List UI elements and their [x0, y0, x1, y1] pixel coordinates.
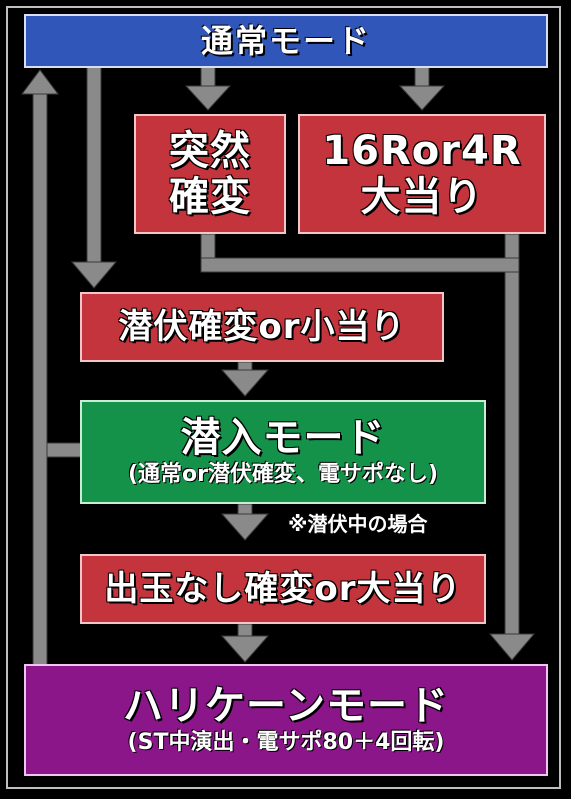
sudden-kakuhen-box: 突然 確変	[134, 114, 286, 234]
normal-mode-label: 通常モード	[200, 22, 371, 60]
flow-line-normal-to-hidden	[86, 65, 102, 265]
flow-line-merge	[200, 257, 520, 273]
sennyu-mode-title: 潜入モード	[180, 415, 386, 461]
arrowhead-to-hurricane	[220, 635, 270, 663]
flow-line-normal-to-sudden	[200, 65, 216, 89]
no-payout-box: 出玉なし確変or大当り	[80, 554, 486, 624]
big-hit-line-1: 16Ror4R	[322, 128, 522, 174]
arrowhead-to-sennyu	[220, 369, 270, 397]
sennyu-mode-box: 潜入モード (通常or潜伏確変、電サポなし)	[80, 400, 486, 504]
arrowhead-to-hidden	[70, 261, 118, 289]
return-arrowhead-up	[21, 69, 59, 95]
sudden-kakuhen-line-1: 突然	[169, 128, 251, 174]
return-line-hurricane-to-normal	[32, 85, 48, 671]
hurricane-mode-title: ハリケーンモード	[123, 683, 449, 729]
arrowhead-to-hurricane-right	[488, 633, 536, 661]
hidden-kakuhen-box: 潜伏確変or小当り	[80, 292, 444, 362]
hurricane-mode-subtitle: (ST中演出・電サポ80＋4回転)	[127, 730, 445, 755]
diagram-frame	[6, 6, 561, 789]
sudden-kakuhen-line-2: 確変	[169, 174, 251, 220]
arrowhead-to-bighit	[398, 85, 446, 111]
big-hit-box: 16Ror4R 大当り	[298, 114, 546, 234]
flow-line-bighit-down	[504, 233, 520, 637]
normal-mode-box: 通常モード	[24, 14, 548, 68]
hidden-note: ※潜伏中の場合	[288, 512, 428, 536]
big-hit-line-2: 大当り	[360, 174, 484, 220]
hidden-kakuhen-label: 潜伏確変or小当り	[118, 307, 406, 347]
hurricane-mode-box: ハリケーンモード (ST中演出・電サポ80＋4回転)	[24, 664, 548, 776]
arrowhead-to-nopayout	[220, 513, 270, 541]
arrowhead-to-sudden	[184, 85, 232, 111]
flow-line-normal-to-bighit	[414, 65, 430, 89]
branch-line-sennyu	[46, 442, 82, 458]
no-payout-label: 出玉なし確変or大当り	[104, 569, 462, 609]
sennyu-mode-subtitle: (通常or潜伏確変、電サポなし)	[127, 462, 439, 487]
